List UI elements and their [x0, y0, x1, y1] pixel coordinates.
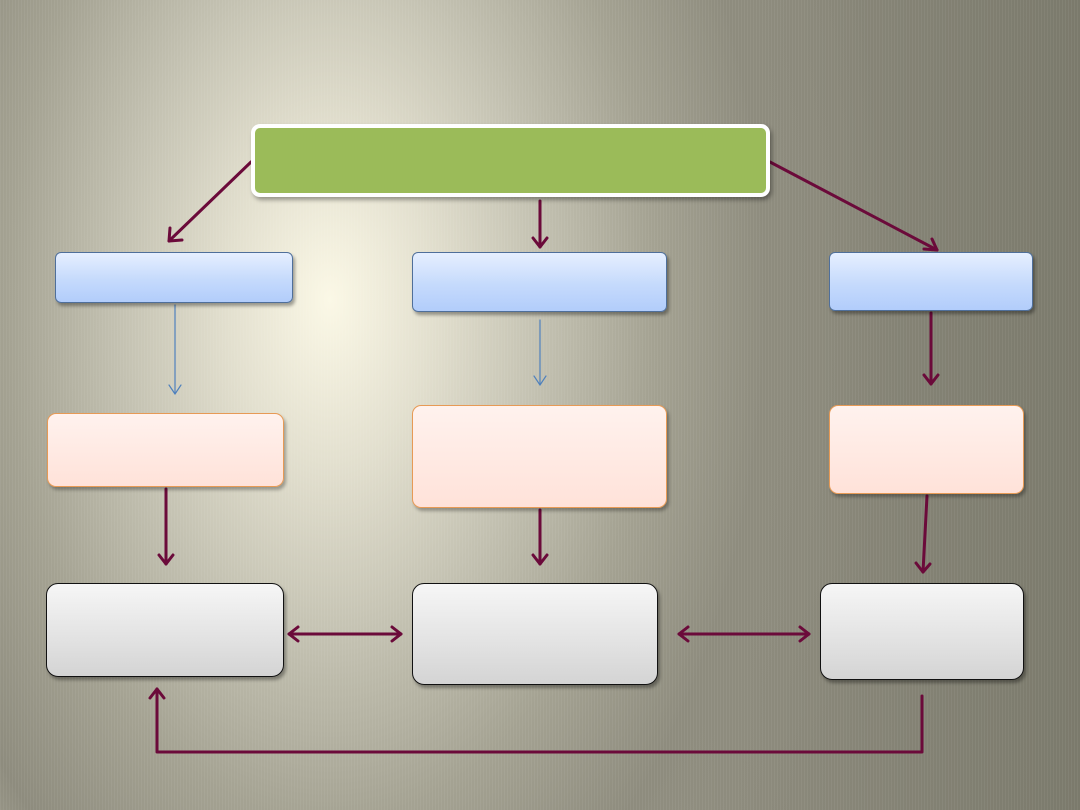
level1-box-left: [55, 252, 293, 303]
root-box: [251, 124, 770, 197]
connector-root-to-right: [768, 160, 939, 252]
connector-peach-right-to-gray-right: [914, 494, 932, 574]
connector-blue-center-to-peach-center: [533, 319, 547, 386]
level2-box-right: [829, 405, 1024, 494]
level3-box-center: [412, 583, 658, 685]
level3-box-right: [820, 583, 1024, 680]
level2-box-center: [412, 405, 667, 508]
level1-box-center: [412, 252, 667, 312]
level2-box-left: [47, 413, 284, 487]
connector-gray-right-to-gray-left-feedback: [148, 687, 924, 754]
connector-blue-left-to-peach-left: [168, 304, 182, 395]
connector-gray-center-gray-right-bidirectional: [677, 625, 811, 643]
connector-gray-left-gray-center-bidirectional: [287, 625, 403, 643]
connector-peach-left-to-gray-left: [157, 487, 175, 566]
connector-root-to-left: [167, 160, 253, 243]
connector-blue-right-to-peach-right: [922, 311, 940, 386]
level3-box-left: [46, 583, 284, 677]
connector-peach-center-to-gray-center: [531, 508, 549, 566]
level1-box-right: [829, 252, 1033, 311]
connector-root-to-center: [531, 199, 549, 249]
